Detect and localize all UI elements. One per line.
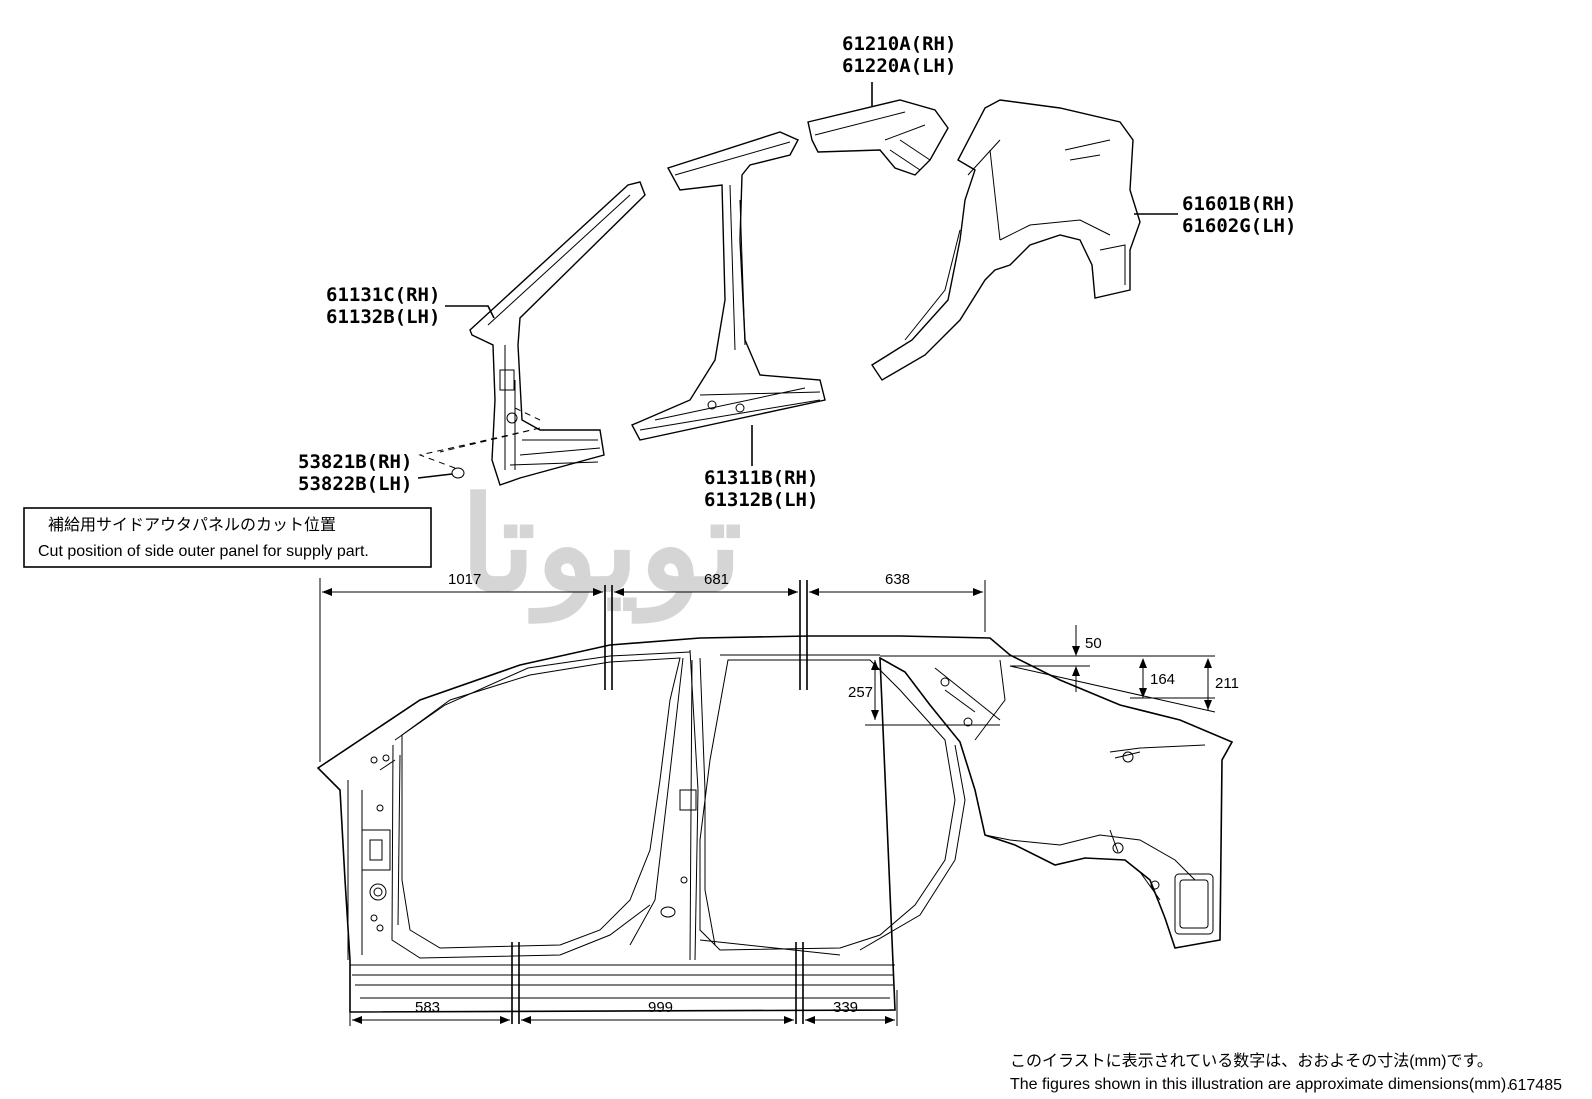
dim-v-50: 50	[1085, 635, 1102, 652]
dim-v-257: 257	[848, 684, 873, 701]
dim-top-638: 638	[885, 571, 910, 588]
footnote-jp: このイラストに表示されている数字は、おおよその寸法(mm)です。	[1010, 1052, 1493, 1070]
dim-v-164: 164	[1150, 671, 1175, 688]
side-outer-panel	[316, 635, 1234, 1013]
roof-rail-part	[807, 99, 949, 176]
part-label-61220A: 61220A(LH)	[842, 55, 956, 77]
footnote-en: The figures shown in this illustration a…	[1010, 1076, 1511, 1093]
cut-position-legend: 補給用サイドアウタパネルのカット位置 Cut position of side …	[23, 507, 432, 568]
quarter-panel-part	[871, 99, 1141, 381]
watermark-logo: تويوتا	[460, 472, 742, 624]
vertical-dimensions	[865, 625, 1216, 726]
part-label-61311B: 61311B(RH)	[704, 467, 818, 489]
center-pillar-part	[631, 131, 826, 441]
top-dimension-line	[319, 578, 986, 762]
bottom-dimension-line	[349, 990, 898, 1026]
dim-bottom-583: 583	[415, 999, 440, 1016]
part-label-53821B: 53821B(RH)	[298, 451, 412, 473]
front-pillar-part	[418, 181, 646, 486]
part-label-61312B: 61312B(LH)	[704, 489, 818, 511]
part-label-61131C: 61131C(RH)	[326, 284, 440, 306]
figure-code-label: 617485	[1508, 1077, 1562, 1094]
part-label-61132B: 61132B(LH)	[326, 306, 440, 328]
legend-jp-text: 補給用サイドアウタパネルのカット位置	[48, 516, 336, 534]
cut-markers	[511, 580, 808, 1024]
part-label-61210A: 61210A(RH)	[842, 33, 956, 55]
leader-lines	[417, 82, 1178, 479]
dim-top-681: 681	[704, 571, 729, 588]
part-label-61601B: 61601B(RH)	[1182, 193, 1296, 215]
dim-top-1017: 1017	[448, 571, 481, 588]
part-label-61602G: 61602G(LH)	[1182, 215, 1296, 237]
legend-en-text: Cut position of side outer panel for sup…	[38, 543, 369, 560]
dim-bottom-339: 339	[833, 999, 858, 1016]
dim-bottom-999: 999	[648, 999, 673, 1016]
dim-v-211: 211	[1215, 675, 1239, 692]
part-label-53822B: 53822B(LH)	[298, 473, 412, 495]
